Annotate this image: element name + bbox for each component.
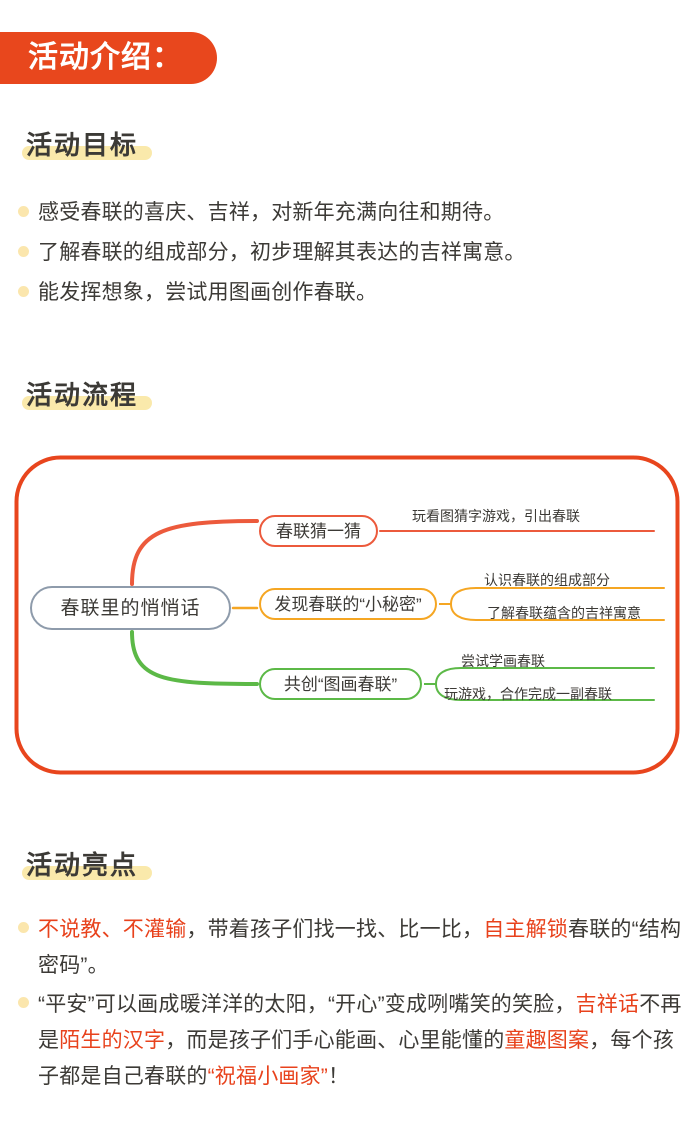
text-run: ，每个孩子都是自己春联的 <box>38 1029 675 1088</box>
mindmap-branch-node-1[interactable]: 春联猜一猜 <box>259 515 378 547</box>
banner-title: 活动介绍： <box>28 41 183 74</box>
mindmap-branch-label: 春联猜一猜 <box>276 521 361 541</box>
text-run: “平安”可以画成暖洋洋的太阳，“开心”变成咧嘴笑的笑脸， <box>38 993 576 1017</box>
mindmap-branch-label: 共创“图画春联” <box>283 674 398 694</box>
text-run: 童趣图案 <box>504 1029 590 1053</box>
goal-bullet-list: 感受春联的喜庆、吉祥，对新年充满向往和期待。 了解春联的组成部分，初步理解其表达… <box>18 196 682 316</box>
list-item-text: 了解春联的组成部分，初步理解其表达的吉祥寓意。 <box>38 241 526 265</box>
bullet-dot-icon <box>18 246 29 258</box>
leaf-fork-orange <box>449 587 665 621</box>
activity-intro-banner: 活动介绍： <box>0 32 217 84</box>
mindmap-frame <box>14 455 680 775</box>
list-item: 能发挥想象，尝试用图画创作春联。 <box>18 276 682 310</box>
text-run: 自主解锁 <box>483 918 569 941</box>
bullet-dot-icon <box>18 206 29 217</box>
bullet-dot-icon <box>18 286 29 298</box>
heading-highlight <box>22 395 153 410</box>
list-item-text: 能发挥想象，尝试用图画创作春联。 <box>38 281 378 305</box>
heading-highlight <box>22 865 153 880</box>
text-run: ，带着孩子们找一找、比一比， <box>186 918 484 941</box>
text-run: 不再是 <box>38 993 682 1053</box>
list-item: 感受春联的喜庆、吉祥，对新年充满向往和期待。 <box>18 196 682 230</box>
mindmap-leaf-label: 玩游戏，合作完成一副春联 <box>444 686 612 702</box>
bullet-dot-icon <box>18 922 29 933</box>
heading-text: 活动目标 <box>26 130 139 160</box>
text-run: ，而是孩子们手心能画、心里能懂的 <box>165 1029 505 1053</box>
text-run: 吉祥话 <box>575 993 640 1017</box>
text-run: 陌生的汉字 <box>59 1029 166 1053</box>
mindmap-leaf-label: 认识春联的组成部分 <box>484 572 610 588</box>
heading-text: 活动亮点 <box>26 850 139 880</box>
text-run: 不说教、不灌输 <box>38 918 187 941</box>
mindmap-branch-label: 发现春联的“小秘密” <box>274 594 422 614</box>
mindmap-branch-node-2[interactable]: 发现春联的“小秘密” <box>259 588 437 620</box>
mindmap-branch-node-3[interactable]: 共创“图画春联” <box>259 668 422 700</box>
bullet-dot-icon <box>18 997 29 1009</box>
highlights-bullet-list: 不说教、不灌输，带着孩子们找一找、比一比，自主解锁春联的“结构密码”。 “平安”… <box>18 912 682 1098</box>
section-heading-highlights: 活动亮点 <box>22 850 153 881</box>
mindmap-connectors <box>14 455 680 775</box>
text-run: ！ <box>328 1064 350 1088</box>
list-item-text: “平安”可以画成暖洋洋的太阳，“开心”变成咧嘴笑的笑脸，吉祥话不再是陌生的汉字，… <box>38 987 682 1094</box>
mindmap-leaf-label: 玩看图猜字游戏，引出春联 <box>412 508 580 524</box>
activity-flow-mindmap: 春联里的悄悄话 春联猜一猜 发现春联的“小秘密” 共创“图画春联” 玩看图猜字游… <box>14 455 680 775</box>
heading-highlight <box>22 145 153 160</box>
leaf-fork-green <box>434 667 655 701</box>
branch-connector-red <box>130 519 259 586</box>
branch-connector-green <box>130 630 259 686</box>
list-item-text: 感受春联的喜庆、吉祥，对新年充满向往和期待。 <box>38 201 505 224</box>
mindmap-root-node[interactable]: 春联里的悄悄话 <box>30 586 231 630</box>
text-run: 春联的“结构密码”。 <box>38 918 682 977</box>
text-run: “祝福小画家” <box>207 1064 328 1088</box>
list-item: “平安”可以画成暖洋洋的太阳，“开心”变成咧嘴笑的笑脸，吉祥话不再是陌生的汉字，… <box>18 987 682 1094</box>
mindmap-leaf-label: 了解春联蕴含的吉祥寓意 <box>487 605 641 621</box>
list-item: 了解春联的组成部分，初步理解其表达的吉祥寓意。 <box>18 236 682 270</box>
mindmap-leaf-label: 尝试学画春联 <box>461 653 545 669</box>
section-heading-flow: 活动流程 <box>22 380 153 411</box>
list-item-text: 不说教、不灌输，带着孩子们找一找、比一比，自主解锁春联的“结构密码”。 <box>38 912 682 983</box>
section-heading-goal: 活动目标 <box>22 130 153 161</box>
heading-text: 活动流程 <box>26 380 139 410</box>
list-item: 不说教、不灌输，带着孩子们找一找、比一比，自主解锁春联的“结构密码”。 <box>18 912 682 983</box>
mindmap-root-label: 春联里的悄悄话 <box>60 597 201 619</box>
